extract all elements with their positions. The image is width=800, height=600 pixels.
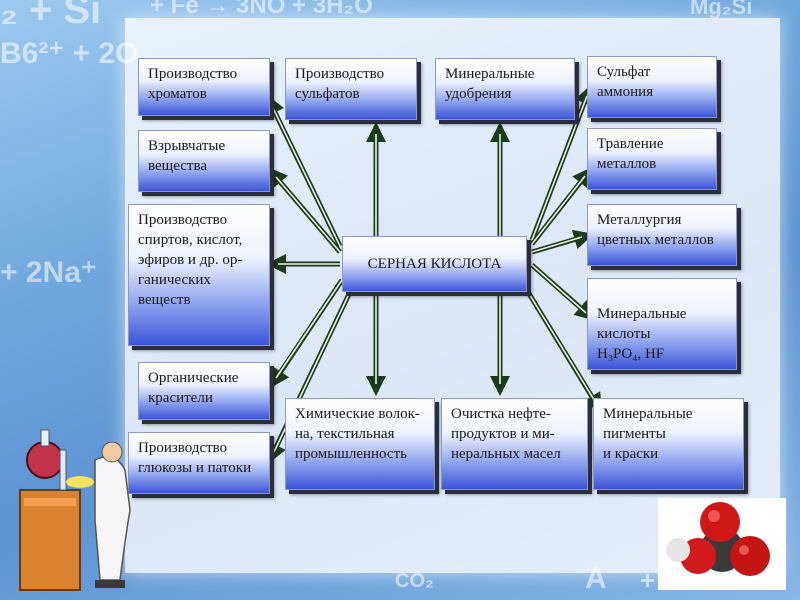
node-alcohols: Производство спиртов, кислот, эфиров и д…: [128, 204, 270, 346]
node-explosives: Взрывчатые вещества: [138, 130, 270, 192]
bg-formula-2: + Fe → 3NO + 3H₂O: [150, 0, 373, 19]
node-etching: Травление металлов: [587, 128, 717, 190]
node-glucose: Производство глюкозы и патоки: [128, 432, 270, 494]
bg-formula-4: B6²⁺ + 2O: [0, 37, 139, 70]
mineral-acids-label: Минеральные кислоты: [597, 306, 687, 342]
node-oil-refining: Очистка нефте- продуктов и ми- неральных…: [441, 398, 588, 490]
mineral-acids-formula: H₃PO₄, HF: [597, 346, 665, 362]
node-pigments: Минеральные пигменты и краски: [593, 398, 744, 490]
molecule-image: [658, 498, 786, 590]
node-ammonium-sulfate: Сульфат аммония: [587, 56, 717, 118]
node-mineral-acids: Минеральные кислоты H₃PO₄, HF: [587, 278, 737, 370]
scientist-illustration: [19, 429, 131, 591]
node-metallurgy: Металлургия цветных металлов: [587, 204, 737, 266]
bg-formula-1: ₂ + Si: [0, 0, 102, 32]
node-fertilizers: Минеральные удобрения: [435, 58, 575, 120]
bg-formula-6: CO₂: [395, 570, 434, 592]
node-dyes: Органические красители: [138, 362, 270, 420]
node-chromates: Производство хроматов: [138, 58, 270, 116]
node-fibers: Химические волок- на, текстильная промыш…: [285, 398, 435, 490]
bg-formula-3: Mg₂Si: [690, 0, 753, 19]
bg-formula-5: + 2Na⁺: [0, 256, 97, 289]
center-node-sulfuric-acid: СЕРНАЯ КИСЛОТА: [342, 236, 527, 292]
node-sulfates: Производство сульфатов: [285, 58, 417, 120]
